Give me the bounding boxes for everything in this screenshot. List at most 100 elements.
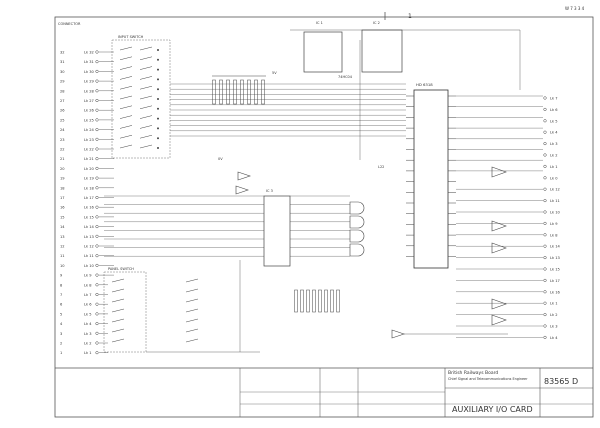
left-pin-number: 29 [60,80,65,84]
main-ic [413,89,449,269]
switch-contact [119,46,133,51]
right-pin-terminal [543,256,547,260]
switch-contact [119,125,133,129]
panel-switch-array [111,278,199,343]
left-pin-number: 19 [60,177,65,181]
left-pin-terminal [95,79,99,83]
ladder-resistor [247,79,251,105]
left-pin-terminal [95,263,99,267]
right-pin-label: Lk 16 [550,290,561,294]
switch-contact [119,76,133,80]
right-pin-terminal [543,335,547,339]
zero-volt-label: 0V [218,157,223,161]
left-pin-number: 30 [60,70,65,74]
left-pin-terminal [95,341,99,345]
left-pin-number: 8 [60,283,63,287]
right-pin-terminal [543,290,547,294]
right-pin-label: Lk 13 [550,256,560,260]
input-switch-label: INPUT SWITCH [118,35,144,39]
panel-contact [111,288,125,293]
left-pin-terminal [95,176,99,180]
left-pin-number: 7 [60,293,62,297]
inverter-1 [237,171,251,181]
switch-contact [139,66,153,70]
left-pin-terminal [95,186,99,190]
inverter-3 [391,329,405,339]
left-pin-number: 31 [60,60,65,64]
left-pin-label: Lk 21 [84,157,94,161]
left-pin-terminal [95,89,99,93]
bank-resistor [330,289,334,313]
right-connector: Lk 7Lk 6Lk 5Lk 4Lk 3Lk 2Lk 1Lk 0Lk 12Lk … [543,96,561,340]
bank-resistor [318,289,322,313]
left-pin-label: Lk 2 [84,342,92,346]
left-pin-label: Lk 23 [84,138,94,142]
left-pin-number: 28 [60,89,65,93]
left-pin-number: 21 [60,157,65,161]
left-pin-label: Lk 3 [84,332,92,336]
left-pin-number: 9 [60,274,63,278]
switch-contact [119,95,133,100]
right-pin-label: Lk 10 [550,211,561,215]
right-pin-label: Lk 17 [550,279,560,283]
left-pin-terminal [95,147,99,151]
left-pin-label: Lk 32 [84,51,94,55]
logic-gates [349,201,365,257]
left-pin-terminal [95,312,99,316]
ladder-resistor [233,79,237,105]
main-ic-label: HD 6318 [416,82,433,87]
right-pin-terminal [543,96,547,100]
output-buffer [491,314,507,326]
left-pin-number: 22 [60,148,65,152]
right-pin-terminal [543,199,547,203]
right-pin-terminal [543,164,547,168]
left-pin-terminal [95,118,99,122]
right-pin-label: Lk 0 [550,176,558,180]
left-pin-label: Lk 15 [84,215,94,219]
left-pin-label: Lk 4 [84,322,92,326]
left-pin-number: 23 [60,138,65,142]
left-pin-label: Lk 10 [84,264,95,268]
right-pin-terminal [543,301,547,305]
switch-contact [139,125,153,129]
right-pin-terminal [543,142,547,146]
left-pin-number: 10 [60,264,65,268]
ic-2-label: IC 2 [373,21,380,25]
left-pin-number: 11 [60,254,65,258]
panel-contact [111,308,125,313]
right-pin-label: Lk 1 [550,302,558,306]
left-pin-number: 27 [60,99,65,103]
switch-node [157,98,159,100]
bank-resistor [324,289,328,313]
left-pin-number: 12 [60,245,65,249]
left-pin-terminal [95,225,99,229]
right-pin-label: Lk 5 [550,119,558,123]
output-buffer [491,242,507,254]
right-pin-terminal [543,313,547,317]
left-pin-terminal [95,98,99,103]
switch-contact [119,66,133,70]
switch-contact [139,46,153,51]
switch-contact [139,144,153,149]
left-pin-label: Lk 19 [84,177,95,181]
organisation-line-1: British Railways Board [448,370,498,376]
ic-2 [361,29,403,73]
mid-ic-label: IC 3 [266,189,273,193]
right-pin-label: Lk 2 [550,154,558,158]
right-pin-label: Lk 14 [550,245,561,249]
drawing-frame [54,16,594,418]
left-pin-number: 25 [60,118,65,122]
left-pin-terminal [95,166,99,170]
bank-resistor [294,289,298,313]
left-pin-terminal [95,215,99,219]
left-pin-label: Lk 9 [84,274,92,278]
switch-node [157,117,159,120]
switch-node [157,78,159,81]
drawing-number: 83565 D [544,377,578,386]
right-pin-label: Lk 4 [550,336,558,340]
left-pin-number: 24 [60,128,65,132]
left-pin-number: 16 [60,206,65,210]
